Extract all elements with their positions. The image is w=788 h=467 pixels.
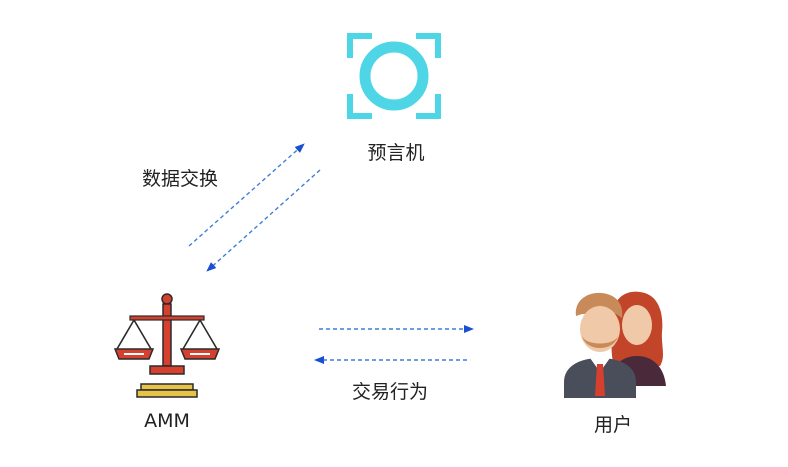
user-male-tie [595, 364, 605, 396]
oracle-corner-tr [416, 33, 441, 58]
oracle-corner-br [416, 94, 441, 119]
oracle-corner-tl [347, 33, 372, 58]
scale-string-r1 [182, 319, 201, 350]
user-male-beard [582, 336, 618, 348]
balance-scale-icon [113, 293, 221, 398]
amm-label: AMM [144, 410, 190, 432]
user-male-face [580, 306, 620, 352]
arrow-amm-to-oracle [188, 143, 305, 247]
oracle-corner-bl [347, 94, 372, 119]
scale-base-upper [149, 365, 185, 375]
scale-base-lower [136, 389, 198, 398]
oracle-scan-icon [347, 33, 441, 119]
arrow-oracle-to-amm [206, 169, 321, 272]
scale-base-gold [140, 383, 194, 391]
users-icon [564, 291, 666, 398]
scale-pillar [162, 303, 172, 367]
scale-string-l1 [116, 319, 135, 350]
scale-top-knob [161, 293, 173, 305]
scale-string-l2 [133, 319, 152, 350]
trade-behavior-label: 交易行为 [352, 381, 429, 403]
scale-string-r2 [199, 319, 218, 350]
user-female-face [622, 305, 652, 345]
oracle-label: 预言机 [367, 142, 425, 164]
users-label: 用户 [593, 414, 633, 436]
scale-beam [129, 315, 205, 321]
data-exchange-label: 数据交换 [142, 168, 219, 190]
oracle-ring [359, 41, 429, 111]
